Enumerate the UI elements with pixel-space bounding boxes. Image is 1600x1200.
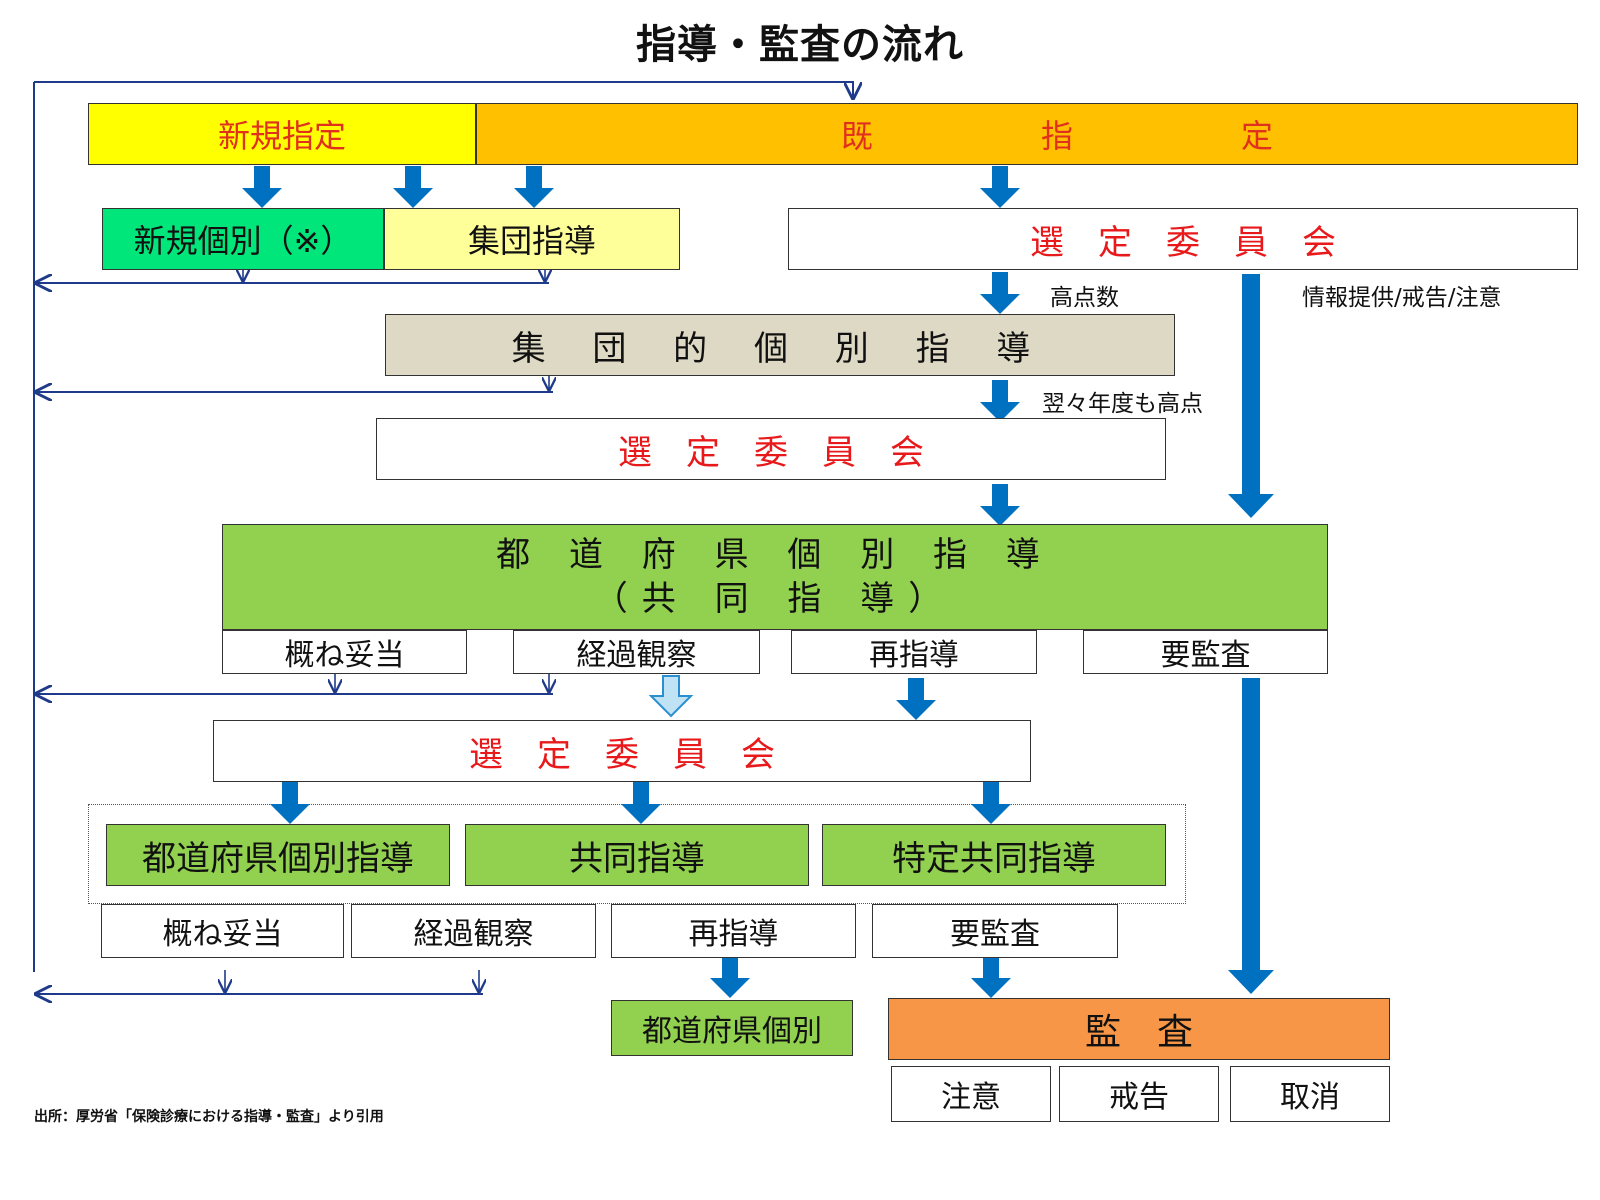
audit-result-caution: 注意 — [891, 1066, 1051, 1122]
arrow-long-info — [1228, 274, 1274, 518]
selection-committee-2: 選 定 委 員 会 — [376, 418, 1166, 480]
guidance-special-joint: 特定共同指導 — [822, 824, 1166, 886]
arrow-down — [971, 956, 1011, 998]
prefectural-line2: （共 同 指 導） — [593, 579, 957, 619]
result2-follow-up: 経過観察 — [351, 904, 596, 958]
selection-committee-1: 選 定 委 員 会 — [788, 208, 1578, 270]
result-audit-required: 要監査 — [1083, 630, 1328, 674]
arrow-down — [514, 166, 554, 208]
prefectural-individual-small: 都道府県個別 — [611, 1000, 853, 1056]
arrow-down-light — [648, 675, 694, 718]
arrow-down — [896, 678, 936, 720]
arrow-down — [710, 956, 750, 998]
arrow-down — [980, 272, 1020, 314]
audit-box: 監 査 — [888, 998, 1390, 1060]
source-note: 出所：厚労省「保険診療における指導・監査」より引用 — [34, 1109, 384, 1125]
result-follow-up: 経過観察 — [513, 630, 760, 674]
arrow-down — [980, 166, 1020, 208]
label-high-next-year: 翌々年度も高点 — [1042, 391, 1203, 417]
group-individual-box: 集 団 的 個 別 指 導 — [385, 314, 1175, 376]
result-mostly-appropriate: 概ね妥当 — [222, 630, 467, 674]
new-individual-box: 新規個別（※） — [102, 208, 384, 270]
page-title: 指導・監査の流れ — [636, 22, 964, 68]
label-high-score: 高点数 — [1050, 285, 1119, 311]
prefectural-guidance-box: 都 道 府 県 個 別 指 導 （共 同 指 導） — [222, 524, 1328, 630]
result-re-guidance: 再指導 — [791, 630, 1037, 674]
result2-audit-required: 要監査 — [872, 904, 1118, 958]
audit-result-reprimand: 戒告 — [1059, 1066, 1219, 1122]
label-info-warning: 情報提供/戒告/注意 — [1302, 285, 1502, 311]
existing-char: 既 — [840, 117, 873, 155]
guidance-joint: 共同指導 — [465, 824, 809, 886]
feedback-line-top — [34, 81, 853, 98]
arrow-long-audit — [1228, 678, 1274, 994]
existing-char: 指 — [1040, 117, 1073, 155]
guidance-prefectural-individual: 都道府県個別指導 — [106, 824, 450, 886]
arrow-down — [242, 166, 282, 208]
existing-designation-box: 既 指 定 — [476, 103, 1578, 165]
new-designation-box: 新規指定 — [88, 103, 476, 165]
arrow-down — [980, 380, 1020, 422]
arrow-down — [980, 484, 1020, 526]
result2-re-guidance: 再指導 — [611, 904, 856, 958]
arrow-down — [393, 166, 433, 208]
group-guidance-box: 集団指導 — [384, 208, 680, 270]
selection-committee-3: 選 定 委 員 会 — [213, 720, 1031, 782]
prefectural-line1: 都 道 府 県 個 別 指 導 — [496, 535, 1054, 575]
result2-mostly-appropriate: 概ね妥当 — [101, 904, 344, 958]
existing-char: 定 — [1240, 117, 1273, 155]
guidance-types-group — [88, 804, 1186, 904]
audit-result-cancel: 取消 — [1230, 1066, 1390, 1122]
